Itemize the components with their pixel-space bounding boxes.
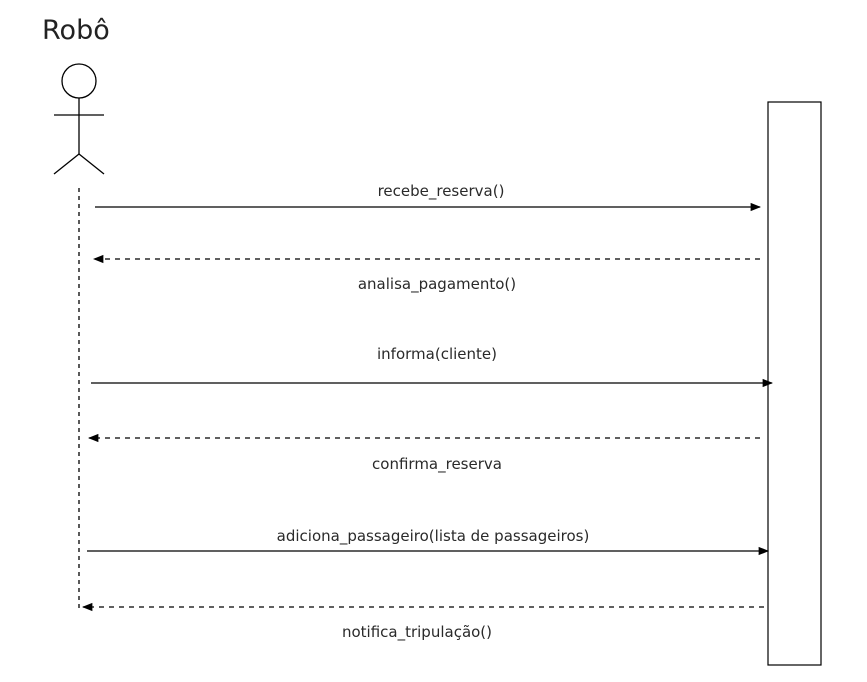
stick-figure-icon [53, 63, 105, 175]
message-label-4: confirma_reserva [372, 455, 502, 474]
message-label-5: adiciona_passageiro(lista de passageiros… [277, 527, 590, 546]
message-label-3: informa(cliente) [377, 345, 497, 363]
message-label-6: notifica_tripulação() [342, 623, 492, 642]
message-label-1: recebe_reserva() [378, 182, 505, 201]
message-labels: recebe_reserva() analisa_pagamento() inf… [277, 182, 590, 642]
actor-name: Robô [42, 15, 110, 46]
message-arrows [81, 202, 774, 612]
object-activation-box [767, 101, 822, 666]
message-label-2: analisa_pagamento() [358, 275, 516, 294]
